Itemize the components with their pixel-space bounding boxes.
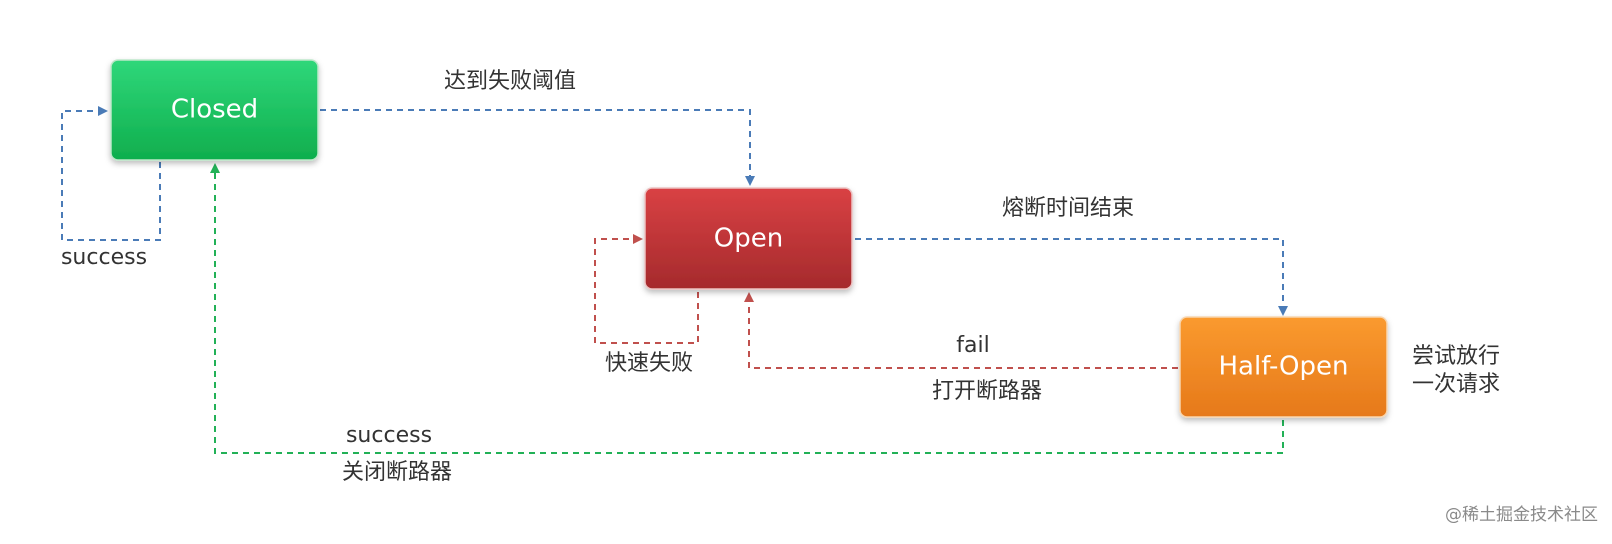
edge-open-to-half-open xyxy=(855,238,1288,316)
edge-closed-to-open xyxy=(320,109,755,186)
edge-open-self-loop xyxy=(594,234,699,344)
edge-half-open-to-open-label-top: fail xyxy=(956,333,989,358)
edge-closed-self-loop xyxy=(61,106,161,241)
edge-half-open-to-open xyxy=(744,292,1178,369)
edge-closed-self-label: success xyxy=(61,245,147,270)
edge-open-self-label: 快速失败 xyxy=(605,351,693,376)
state-open: Open xyxy=(644,187,853,290)
state-half-open: Half-Open xyxy=(1179,316,1388,418)
edge-closed-to-open-label: 达到失败阈值 xyxy=(444,69,576,94)
half-open-note-line-2: 一次请求 xyxy=(1412,372,1500,397)
edge-half-open-to-closed-label-top: success xyxy=(346,423,432,448)
state-closed: Closed xyxy=(110,59,319,161)
watermark: @稀土掘金技术社区 xyxy=(1445,505,1598,525)
state-open-label: Open xyxy=(714,224,783,254)
state-half-open-label: Half-Open xyxy=(1219,352,1349,382)
state-closed-label: Closed xyxy=(171,95,258,125)
half-open-note-line-1: 尝试放行 xyxy=(1412,344,1500,369)
edge-open-to-half-open-label: 熔断时间结束 xyxy=(1002,196,1134,221)
edge-half-open-to-closed-label-bottom: 关闭断路器 xyxy=(342,460,452,485)
edge-half-open-to-closed xyxy=(210,163,1284,454)
edge-half-open-to-open-label-bottom: 打开断路器 xyxy=(932,379,1042,404)
